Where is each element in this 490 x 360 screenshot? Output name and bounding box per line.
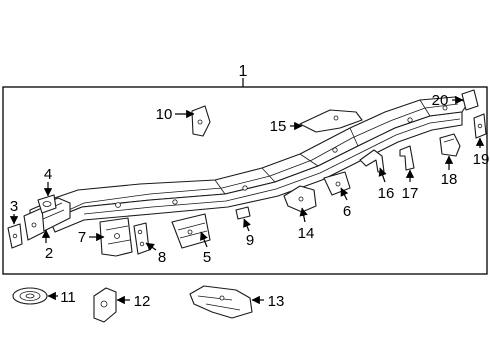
part-10-gusset	[191, 105, 211, 137]
part-19-bracket	[473, 113, 487, 139]
leader-6	[340, 187, 349, 201]
callout-9: 9	[246, 232, 254, 249]
part-13-long-bracket	[189, 285, 253, 319]
callout-10: 10	[156, 106, 173, 123]
callout-4: 4	[44, 166, 52, 183]
callout-7: 7	[78, 229, 86, 246]
part-18-end-cap	[439, 133, 461, 157]
callout-20: 20	[432, 92, 449, 109]
part-4-mount	[37, 194, 57, 214]
part-14-bracket	[283, 185, 317, 213]
callout-17: 17	[402, 185, 419, 202]
part-2-front-bracket	[23, 207, 45, 241]
callout-19: 19	[473, 151, 490, 168]
callout-18: 18	[441, 171, 458, 188]
part-17-clip	[399, 145, 415, 171]
leader-16	[378, 167, 387, 183]
callout-14: 14	[298, 225, 315, 242]
callout-11: 11	[60, 289, 76, 306]
leader-14	[299, 207, 308, 223]
part-15-crossmember-bracket	[299, 109, 363, 133]
part-5-box-bracket	[171, 213, 211, 249]
callout-5: 5	[203, 249, 211, 266]
callout-16: 16	[378, 185, 395, 202]
part-3-small-bracket	[7, 223, 23, 249]
part-7-large-bracket	[99, 217, 133, 257]
callout-1: 1	[239, 63, 248, 80]
part-12-mount-bracket	[93, 287, 117, 323]
callout-8: 8	[158, 249, 166, 266]
callout-3: 3	[10, 198, 18, 215]
leader-9	[243, 218, 251, 232]
part-11-round-pad	[12, 287, 48, 305]
part-20-rear-cap	[461, 89, 479, 111]
callout-13: 13	[268, 293, 285, 310]
frame-rail	[29, 96, 469, 233]
callout-6: 6	[343, 203, 351, 220]
callout-2: 2	[45, 245, 53, 262]
leader-8	[145, 242, 157, 251]
callout-15: 15	[270, 118, 287, 135]
callout-12: 12	[134, 293, 151, 310]
assembly-boundary-box	[2, 86, 488, 275]
part-8-plate	[133, 222, 150, 255]
part-9-pad	[235, 206, 251, 220]
leader-5	[200, 231, 208, 248]
